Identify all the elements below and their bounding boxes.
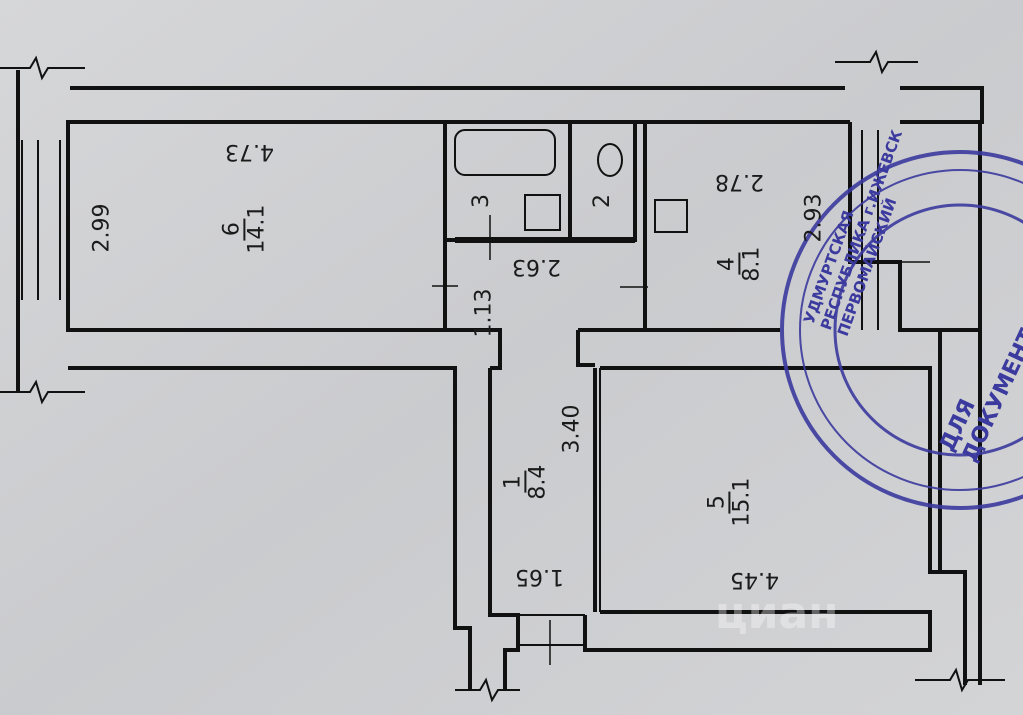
room-2-number: 2 bbox=[590, 194, 615, 208]
room-4-label: 4 8.1 bbox=[714, 246, 765, 282]
dimension-room6-depth: 2.99 bbox=[89, 203, 115, 253]
room-number: 5 bbox=[704, 491, 731, 514]
room-number: 4 bbox=[714, 253, 741, 276]
dimension-room5-width: 4.45 bbox=[730, 567, 779, 592]
dimension-room6-width: 4.73 bbox=[225, 139, 274, 164]
dimension-hall-width: 1.65 bbox=[515, 564, 564, 589]
room-area: 15.1 bbox=[729, 477, 755, 527]
room-area: 14.1 bbox=[244, 204, 270, 254]
room-5-label: 5 15.1 bbox=[704, 477, 755, 527]
dimension-room4-depth: 2.93 bbox=[801, 193, 827, 243]
room-number: 6 bbox=[219, 218, 246, 241]
watermark: циан bbox=[715, 588, 839, 639]
stamp bbox=[780, 150, 1023, 510]
room-6-label: 6 14.1 bbox=[219, 204, 270, 254]
room-area: 8.4 bbox=[525, 464, 551, 500]
dimension-hall-depth: 3.40 bbox=[559, 404, 585, 454]
dimension-bath-width: 2.63 bbox=[512, 254, 561, 279]
dimension-corridor-depth: 1.13 bbox=[471, 288, 497, 338]
room-1-outline bbox=[488, 368, 520, 690]
room-number: 1 bbox=[500, 471, 527, 494]
dimension-room4-width: 2.78 bbox=[715, 169, 764, 194]
room-1-label: 1 8.4 bbox=[500, 464, 551, 500]
room-3-number: 3 bbox=[469, 194, 494, 208]
room-area: 8.1 bbox=[739, 246, 765, 282]
